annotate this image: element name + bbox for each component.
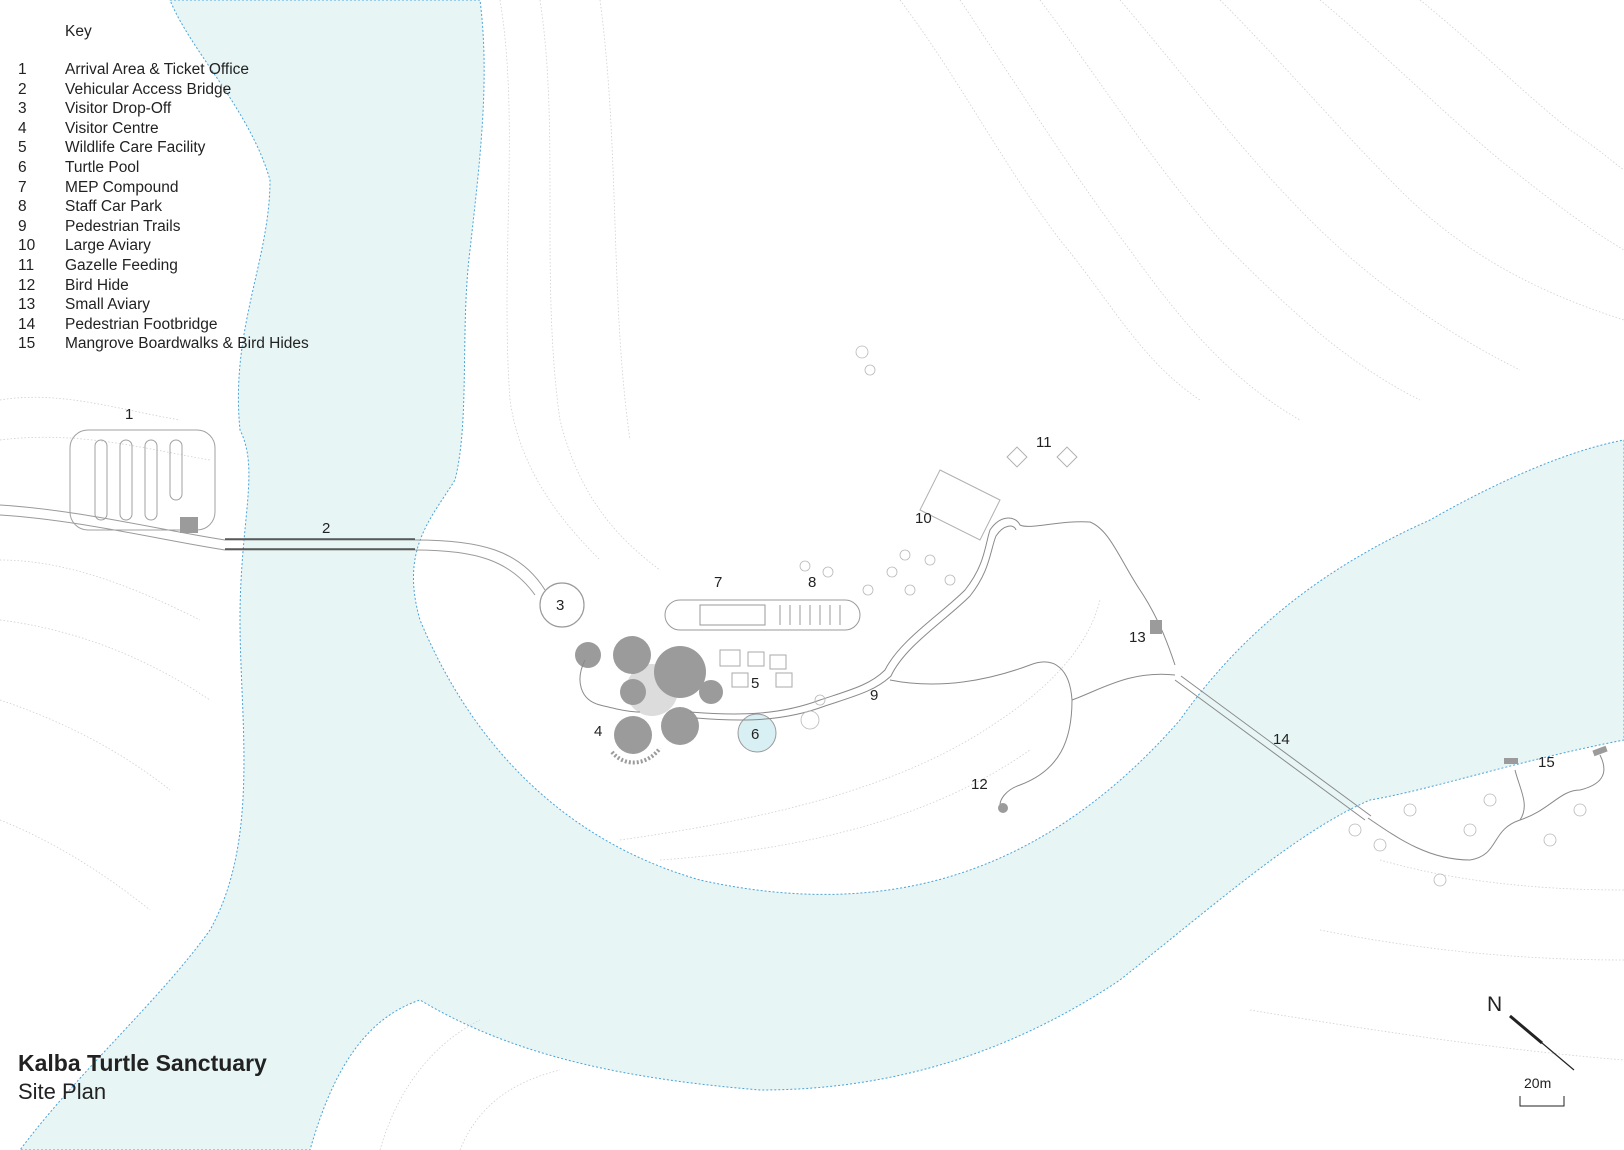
plan-subtitle: Site Plan	[18, 1079, 107, 1104]
visitor-drop-off-loop	[539, 582, 585, 628]
key-item-number: 5	[18, 139, 27, 157]
label-2: 2	[322, 520, 330, 537]
trees	[799, 345, 1587, 887]
key-item-label: Arrival Area & Ticket Office	[65, 61, 250, 78]
map-labels: 1 2 3 4 5 6 7 8 9 10 11 12 13 14 15	[125, 406, 1555, 793]
key-list: 1 Arrival Area & Ticket Office 2 Vehicular …	[18, 60, 309, 354]
key-item-number: 1	[18, 61, 27, 78]
key-item-label: Gazelle Feeding	[65, 256, 178, 274]
visitor-centre	[575, 636, 723, 765]
label-1: 1	[125, 406, 133, 423]
key-item-number: 7	[18, 178, 27, 196]
north-label: N	[1487, 993, 1502, 1016]
key-item-number: 6	[18, 158, 27, 176]
label-10: 10	[915, 510, 932, 527]
key-item-label: Pedestrian Trails	[65, 217, 181, 235]
pedestrian-trails	[579, 517, 1176, 806]
label-7: 7	[714, 574, 722, 591]
label-9: 9	[870, 687, 878, 704]
label-12: 12	[971, 776, 988, 793]
label-4: 4	[594, 723, 602, 740]
key-item: 3 Visitor Drop-Off	[18, 99, 309, 119]
water-bodies	[19, 0, 1624, 1150]
key-item: 2 Vehicular Access Bridge	[18, 80, 309, 100]
key-item-number: 10	[18, 237, 36, 255]
gazelle-feeding	[919, 446, 1078, 541]
key-title: Key	[65, 23, 92, 40]
key-item-label: Visitor Drop-Off	[65, 100, 172, 118]
label-3: 3	[556, 597, 564, 614]
scale-label: 20m	[1524, 1075, 1551, 1091]
north-arrow: N	[1487, 993, 1575, 1071]
key-item-label: Bird Hide	[65, 276, 129, 294]
key-item-label: Vehicular Access Bridge	[65, 80, 232, 98]
key-item-number: 13	[18, 296, 36, 314]
key-item: 14 Pedestrian Footbridge	[18, 315, 309, 335]
key-item-label: Small Aviary	[65, 296, 150, 314]
label-15: 15	[1538, 754, 1555, 771]
scale-bar: 20m	[1519, 1075, 1565, 1107]
wildlife-care-facility	[719, 649, 793, 688]
key-item-number: 11	[18, 256, 35, 274]
pedestrian-footbridge	[1174, 675, 1372, 821]
label-8: 8	[808, 574, 816, 591]
key-item: 9 Pedestrian Trails	[18, 217, 309, 237]
ticket-office-building	[180, 517, 198, 533]
turtle-pool	[737, 713, 777, 753]
water-channel-left	[19, 0, 1624, 1150]
plan-title: Kalba Turtle Sanctuary	[18, 1050, 267, 1076]
key-item: 7 MEP Compound	[18, 178, 309, 198]
key-item: 13 Small Aviary	[18, 295, 309, 315]
label-14: 14	[1273, 731, 1290, 748]
key-item: 15 Mangrove Boardwalks & Bird Hides	[18, 334, 309, 354]
key-item: 10 Large Aviary	[18, 236, 309, 256]
vehicular-access-bridge	[225, 538, 415, 550]
key-item-number: 4	[18, 119, 27, 137]
key-item-label: Staff Car Park	[65, 198, 163, 216]
mep-and-car-park	[664, 599, 861, 631]
key-item-number: 8	[18, 198, 27, 216]
label-13: 13	[1129, 629, 1146, 646]
key-item: 4 Visitor Centre	[18, 119, 309, 139]
key-item-number: 12	[18, 276, 36, 294]
arrival-area	[69, 429, 216, 531]
label-11: 11	[1036, 434, 1052, 451]
key-item-number: 3	[18, 100, 27, 118]
key-item-number: 2	[18, 80, 27, 98]
key-item-number: 14	[18, 315, 36, 333]
key-item: 1 Arrival Area & Ticket Office	[18, 60, 309, 80]
key-item: 8 Staff Car Park	[18, 197, 309, 217]
key-item-label: Pedestrian Footbridge	[65, 315, 218, 333]
key-item-label: Visitor Centre	[65, 119, 159, 137]
key-item-label: MEP Compound	[65, 178, 179, 196]
key-item-label: Mangrove Boardwalks & Bird Hides	[65, 335, 309, 353]
key-item: 11 Gazelle Feeding	[18, 256, 309, 276]
key-item-label: Large Aviary	[65, 237, 151, 255]
key-item: 6 Turtle Pool	[18, 158, 309, 178]
label-5: 5	[751, 675, 759, 692]
label-6: 6	[751, 726, 759, 743]
small-aviary	[1150, 620, 1162, 634]
key-item-label: Wildlife Care Facility	[65, 139, 206, 157]
key-item-number: 15	[18, 335, 36, 353]
mangrove-boardwalks	[1367, 745, 1608, 861]
key-item: 12 Bird Hide	[18, 276, 309, 296]
key-item-number: 9	[18, 217, 27, 235]
key-item: 5 Wildlife Care Facility	[18, 138, 309, 158]
key-item-label: Turtle Pool	[65, 158, 140, 176]
bird-hide	[998, 803, 1008, 813]
title-block: Kalba Turtle Sanctuary Site Plan	[18, 1048, 267, 1106]
